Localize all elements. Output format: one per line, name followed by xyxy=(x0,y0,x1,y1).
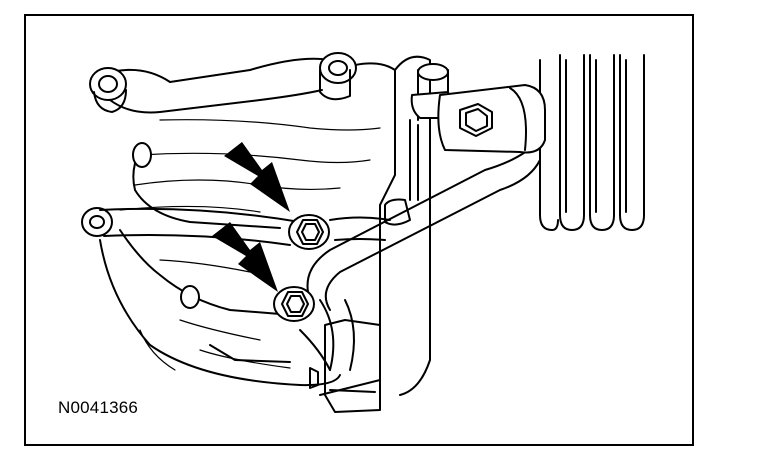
figure-frame xyxy=(24,14,694,446)
tube-clamp xyxy=(309,84,546,413)
lower-bolt-arrow xyxy=(212,222,278,292)
upper-bolt-arrow xyxy=(224,142,290,212)
bracket-arms xyxy=(99,207,391,246)
figure-id-label: N0041366 xyxy=(58,398,139,417)
engine-block xyxy=(99,55,431,396)
mounting-bosses xyxy=(81,52,357,309)
lower-bolt xyxy=(273,286,315,322)
cooler-fins xyxy=(539,54,645,231)
upper-bolt xyxy=(288,214,330,250)
